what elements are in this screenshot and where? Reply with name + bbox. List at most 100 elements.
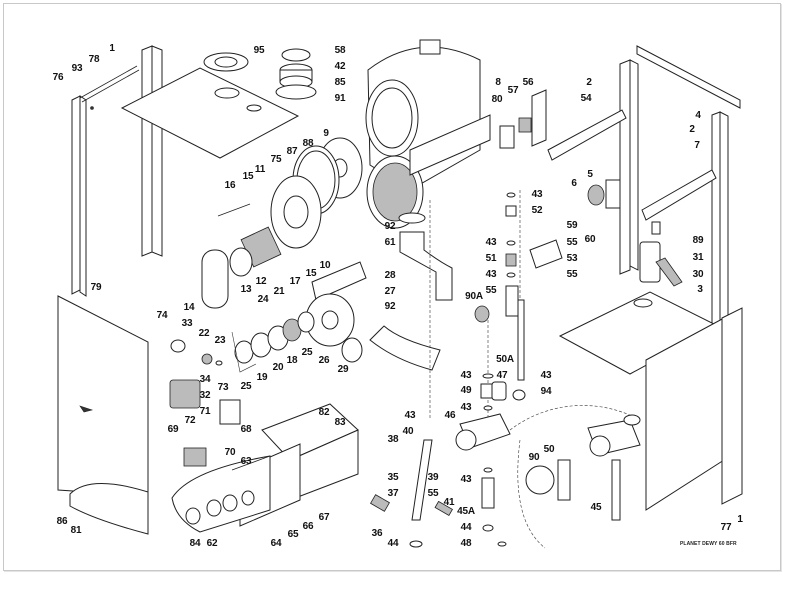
part-label-45A: 45A	[457, 506, 475, 517]
part-label-44b: 44	[460, 522, 472, 533]
part-label-22: 22	[198, 328, 210, 339]
part-label-9: 9	[323, 128, 329, 139]
part-label-29: 29	[337, 364, 349, 375]
water-fittings	[474, 192, 563, 381]
part-label-52: 52	[531, 205, 543, 216]
part-label-61: 61	[384, 237, 396, 248]
part-label-35: 35	[387, 472, 399, 483]
part-label-42: 42	[334, 61, 346, 72]
pump-assembly	[455, 373, 526, 547]
part-label-56: 56	[522, 77, 534, 88]
part-label-20: 20	[272, 362, 284, 373]
part-label-23: 23	[214, 335, 226, 346]
part-label-10: 10	[319, 260, 331, 271]
part-label-6: 6	[571, 178, 577, 189]
part-label-93: 93	[71, 63, 83, 74]
part-label-51: 51	[485, 253, 497, 264]
part-label-41: 41	[443, 497, 455, 508]
burner-tube	[229, 226, 282, 277]
part-label-7: 7	[694, 140, 700, 151]
part-label-55b: 55	[566, 269, 578, 280]
part-label-84: 84	[189, 538, 201, 549]
part-label-40: 40	[402, 426, 414, 437]
part-label-25a: 25	[301, 347, 313, 358]
part-label-3: 3	[697, 284, 703, 295]
part-label-94: 94	[540, 386, 552, 397]
part-label-31: 31	[692, 252, 704, 263]
part-label-45: 45	[590, 502, 602, 513]
part-label-21: 21	[273, 286, 285, 297]
part-label-13: 13	[240, 284, 252, 295]
right-frame-rails	[547, 45, 741, 335]
gas-valve	[169, 339, 223, 409]
part-label-90: 90	[528, 452, 540, 463]
part-label-27: 27	[384, 286, 396, 297]
part-label-28: 28	[384, 270, 396, 281]
part-label-43d: 43	[460, 370, 472, 381]
part-label-88: 88	[302, 138, 314, 149]
part-label-92b: 92	[384, 301, 396, 312]
part-label-14: 14	[183, 302, 195, 313]
part-label-70: 70	[224, 447, 236, 458]
front-panel	[57, 295, 149, 535]
part-label-34: 34	[199, 374, 211, 385]
part-label-48: 48	[460, 538, 472, 549]
part-label-8: 8	[495, 77, 501, 88]
inset-detail	[525, 414, 641, 521]
top-panel	[120, 52, 300, 159]
part-label-55c: 55	[485, 285, 497, 296]
part-label-77: 77	[720, 522, 732, 533]
control-panel	[171, 399, 359, 533]
part-label-89: 89	[692, 235, 704, 246]
burner-door-assembly	[270, 137, 363, 249]
part-label-65: 65	[287, 529, 299, 540]
part-label-43f: 43	[460, 402, 472, 413]
part-label-44a: 44	[387, 538, 399, 549]
part-label-95: 95	[253, 45, 265, 56]
part-label-90A: 90A	[465, 291, 483, 302]
part-label-39: 39	[427, 472, 439, 483]
part-label-32: 32	[199, 390, 211, 401]
part-label-83: 83	[334, 417, 346, 428]
part-label-17: 17	[289, 276, 301, 287]
part-label-54: 54	[580, 93, 592, 104]
part-label-43c: 43	[485, 269, 497, 280]
part-label-60: 60	[584, 234, 596, 245]
part-label-79: 79	[90, 282, 102, 293]
part-label-46: 46	[444, 410, 456, 421]
part-label-67: 67	[318, 512, 330, 523]
bypass-pipe	[370, 439, 453, 548]
part-label-43a: 43	[531, 189, 543, 200]
part-label-75: 75	[270, 154, 282, 165]
part-label-1b: 1	[737, 514, 743, 525]
part-label-55d: 55	[427, 488, 439, 499]
part-label-36: 36	[371, 528, 383, 539]
flue-adaptor	[275, 48, 317, 100]
part-label-59: 59	[566, 220, 578, 231]
part-label-1a: 1	[109, 43, 115, 54]
part-label-18: 18	[286, 355, 298, 366]
left-frame-rails	[71, 45, 163, 297]
part-label-76: 76	[52, 72, 64, 83]
part-label-2a: 2	[586, 77, 592, 88]
part-label-87: 87	[286, 146, 298, 157]
base-plate	[558, 291, 720, 375]
drawing-caption: PLANET DEWY 60 BFR	[680, 541, 737, 547]
part-label-15a: 15	[242, 171, 254, 182]
part-label-30: 30	[692, 269, 704, 280]
part-label-11: 11	[254, 164, 266, 175]
part-label-74: 74	[156, 310, 168, 321]
venturi-gaskets	[231, 311, 363, 373]
part-label-58: 58	[334, 45, 346, 56]
part-label-37: 37	[387, 488, 399, 499]
part-label-24: 24	[257, 294, 269, 305]
part-label-53: 53	[566, 253, 578, 264]
right-side-panel	[645, 307, 743, 511]
part-label-4: 4	[695, 110, 701, 121]
burner-cover	[201, 249, 229, 309]
part-label-66: 66	[302, 521, 314, 532]
electrical-components	[499, 89, 547, 149]
part-label-50A: 50A	[496, 354, 514, 365]
part-label-57: 57	[507, 85, 519, 96]
part-label-50: 50	[543, 444, 555, 455]
